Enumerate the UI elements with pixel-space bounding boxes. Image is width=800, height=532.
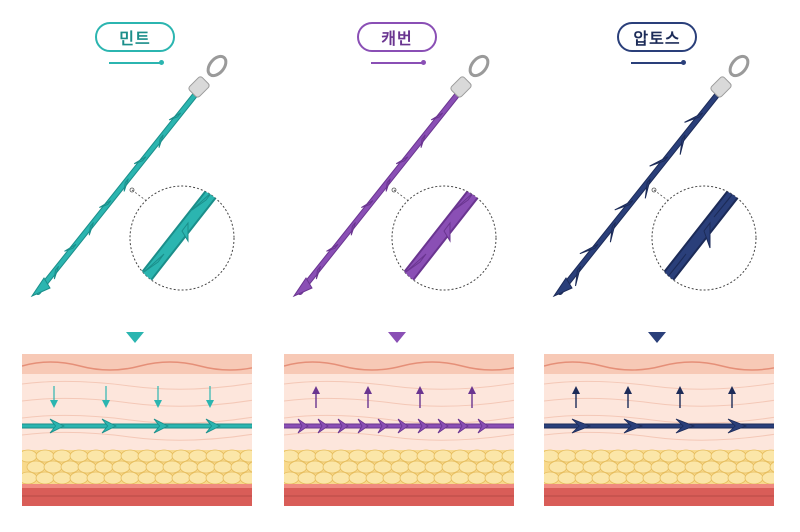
thread-hub-icon xyxy=(450,54,490,98)
barb-icon xyxy=(357,418,369,434)
barb-icon xyxy=(49,418,65,434)
barb-icon xyxy=(123,178,129,192)
barb-icon xyxy=(614,200,634,211)
thread-illustration xyxy=(544,54,774,506)
thread-label-pill: 캐번 xyxy=(357,22,437,52)
zoom-detail xyxy=(129,185,235,291)
thread-label-pill: 압토스 xyxy=(617,22,697,52)
barb-icon xyxy=(317,418,329,434)
barb-icon xyxy=(153,418,169,434)
arrow-down-icon xyxy=(50,400,58,408)
thread-label: 캐번 xyxy=(381,29,413,48)
arrow-up-icon xyxy=(416,386,424,394)
arrow-up-icon xyxy=(728,386,736,394)
barb-icon xyxy=(644,178,651,199)
thread-hub-icon xyxy=(188,54,228,98)
barb-icon xyxy=(101,418,117,434)
thread-body xyxy=(292,92,460,298)
thread-tip-icon xyxy=(292,277,313,298)
barb-icon xyxy=(337,418,349,434)
arrow-up-icon xyxy=(364,386,372,394)
barb-icon xyxy=(395,156,409,165)
barb-icon xyxy=(361,200,374,208)
barb-icon xyxy=(205,418,221,434)
barb-icon xyxy=(430,112,444,121)
barb-icon xyxy=(477,418,489,434)
barb-icon xyxy=(64,243,77,252)
barb-icon xyxy=(437,418,449,434)
thread-body xyxy=(552,92,720,298)
barb-icon xyxy=(649,156,669,167)
zoom-detail xyxy=(651,185,757,291)
down-marker-icon xyxy=(648,332,666,343)
arrow-up-icon xyxy=(676,386,684,394)
barb-icon xyxy=(579,243,599,255)
thread-label: 민트 xyxy=(119,29,151,48)
thread-column-mint: 민트 xyxy=(10,0,260,532)
thread-illustration xyxy=(22,54,252,506)
barb-icon xyxy=(326,243,339,252)
zoom-detail xyxy=(391,185,497,291)
barb-icon xyxy=(727,418,748,434)
barb-icon xyxy=(623,418,644,434)
arrow-down-icon xyxy=(102,400,110,408)
barb-icon xyxy=(350,222,356,236)
arrow-up-icon xyxy=(468,386,476,394)
barb-icon xyxy=(315,265,322,280)
barb-icon xyxy=(684,112,704,123)
barb-icon xyxy=(53,265,60,280)
thread-body xyxy=(30,92,198,298)
down-marker-icon xyxy=(126,332,144,343)
barb-icon xyxy=(457,418,469,434)
arrow-down-icon xyxy=(154,400,162,408)
barb-icon xyxy=(88,222,94,236)
thread-label-pill: 민트 xyxy=(95,22,175,52)
label-underline xyxy=(631,60,686,65)
arrow-up-icon xyxy=(624,386,632,394)
down-marker-icon xyxy=(388,332,406,343)
thread-tip-icon xyxy=(30,277,51,298)
barb-icon xyxy=(158,134,164,148)
barb-icon xyxy=(675,418,696,434)
barb-icon xyxy=(133,156,147,165)
arrow-down-icon xyxy=(206,400,214,408)
label-underline xyxy=(109,60,164,65)
barb-icon xyxy=(679,134,686,155)
thread-tip-icon xyxy=(552,277,573,298)
barb-icon xyxy=(574,265,582,287)
barb-icon xyxy=(297,418,309,434)
thread-column-aptos: 압토스 xyxy=(532,0,782,532)
skin-cross-section xyxy=(284,354,514,506)
barb-icon xyxy=(417,418,429,434)
barb-icon xyxy=(99,200,112,208)
skin-cross-section xyxy=(544,354,774,506)
barb-icon xyxy=(420,134,426,148)
barb-icon xyxy=(377,418,389,434)
arrow-up-icon xyxy=(572,386,580,394)
thread-column-caven: 캐번 xyxy=(272,0,522,532)
arrow-up-icon xyxy=(312,386,320,394)
thread-illustration xyxy=(284,54,514,506)
barb-icon xyxy=(168,112,182,121)
thread-hub-icon xyxy=(710,54,750,98)
label-underline xyxy=(371,60,426,65)
barb-icon xyxy=(571,418,592,434)
barb-icon xyxy=(385,178,391,192)
barb-icon xyxy=(397,418,409,434)
skin-cross-section xyxy=(22,354,252,506)
thread-label: 압토스 xyxy=(633,29,681,48)
barb-icon xyxy=(609,222,616,243)
